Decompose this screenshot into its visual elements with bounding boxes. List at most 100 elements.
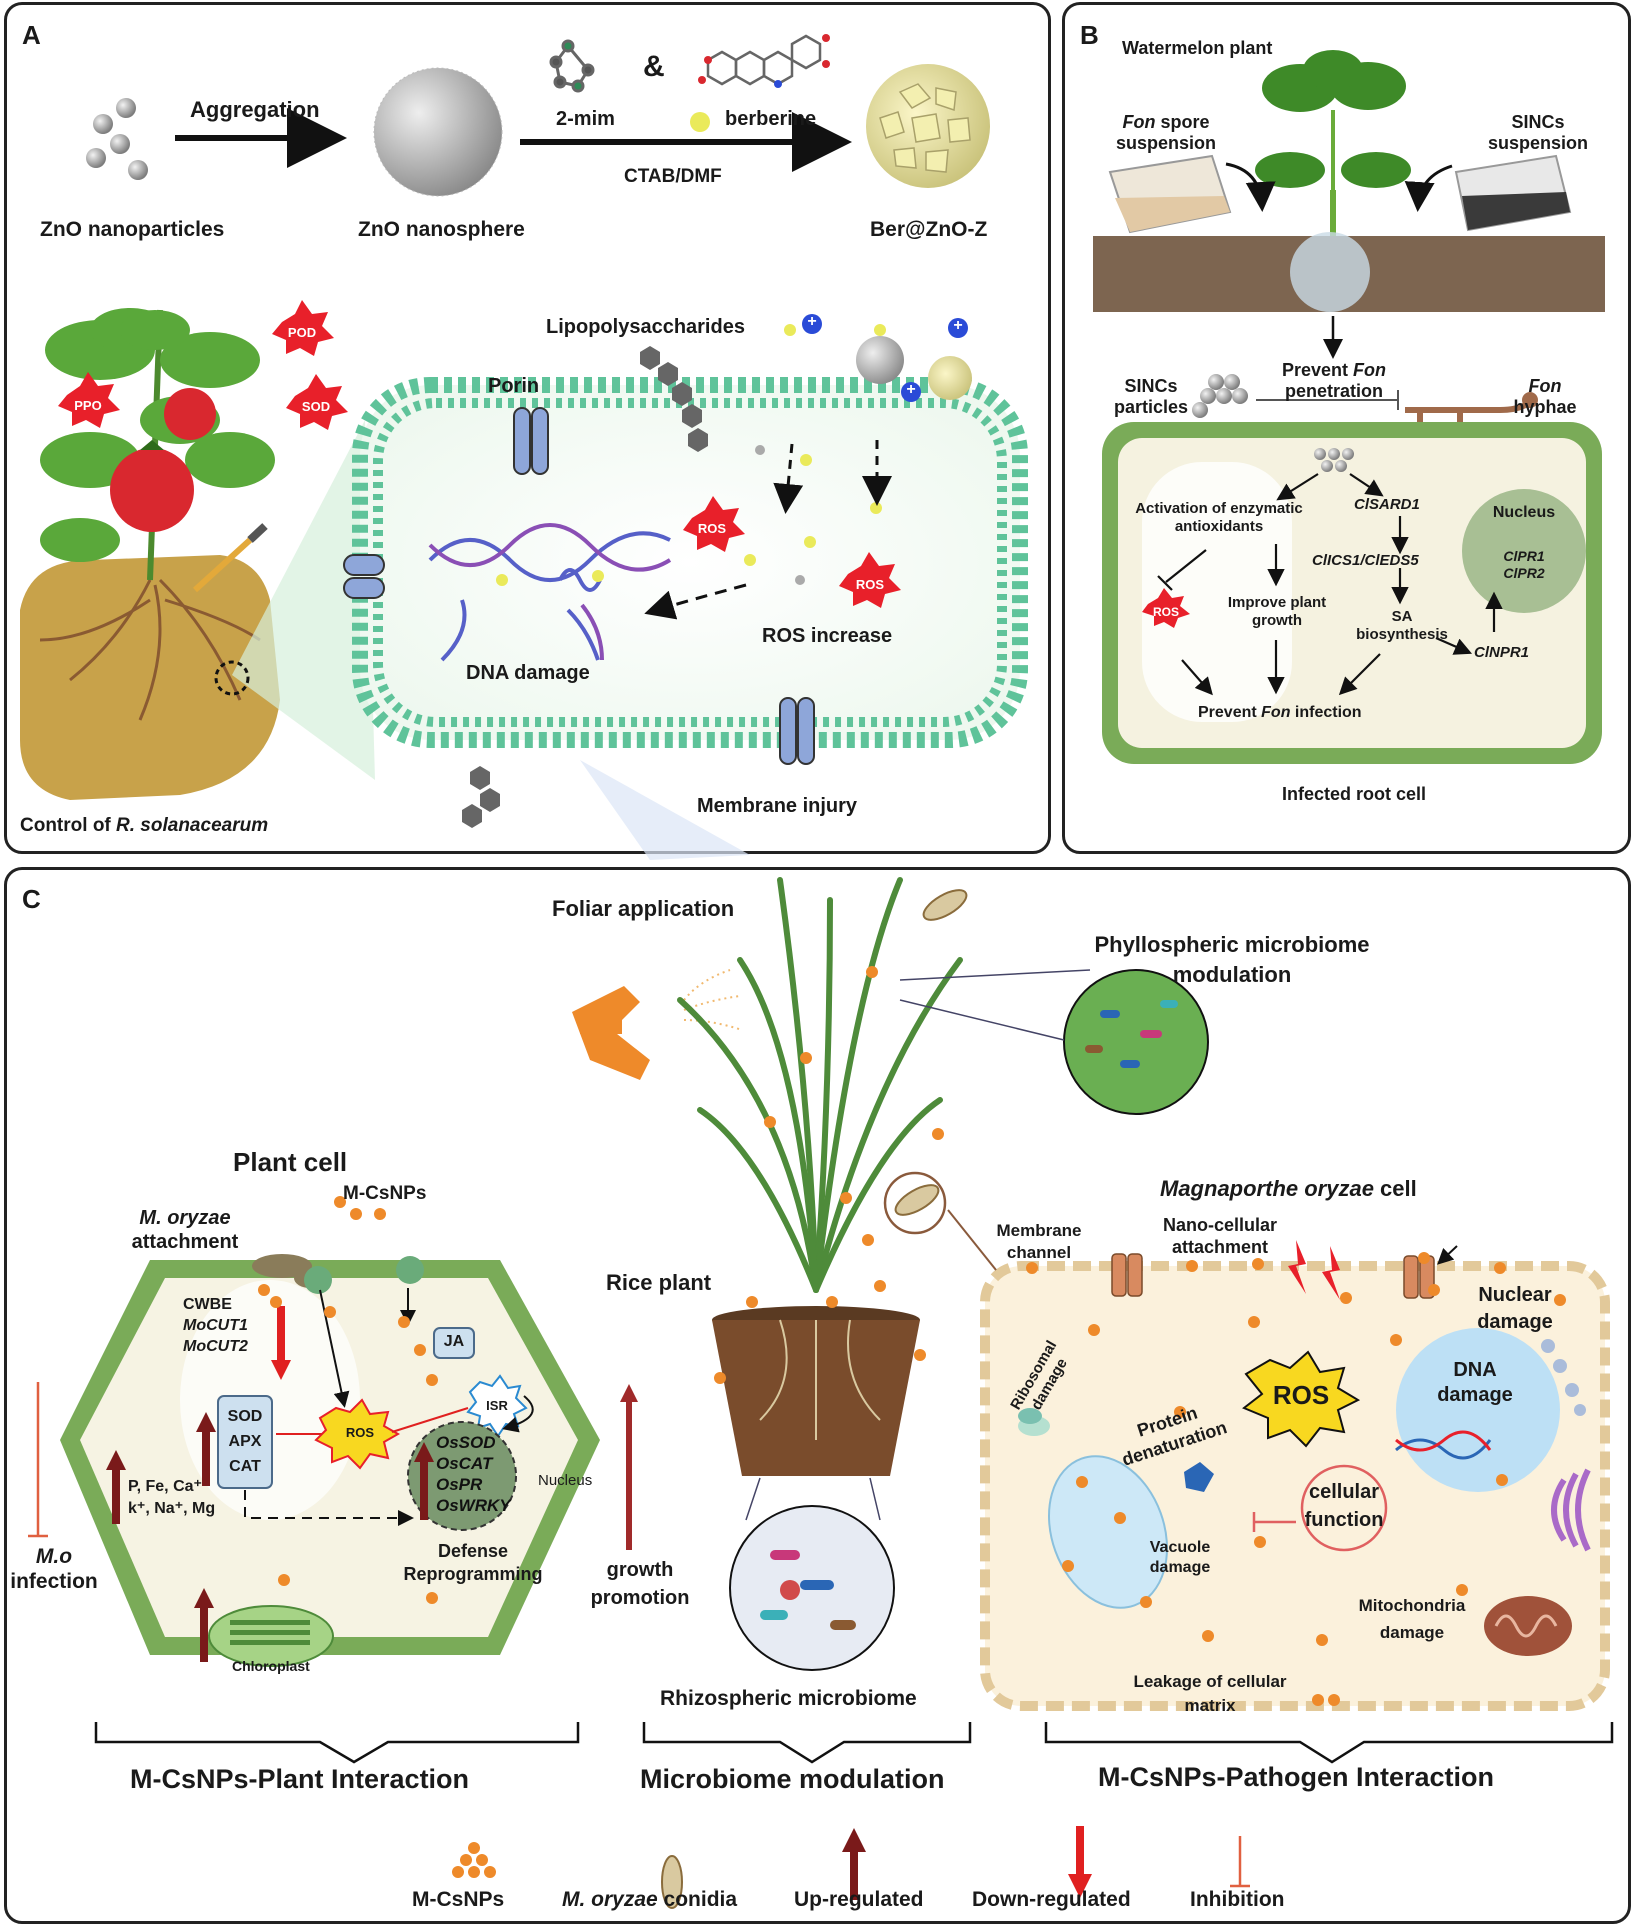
legend-inhibition-icon <box>1230 1836 1250 1888</box>
ber-zno-z-particle <box>866 64 990 188</box>
pod-label: POD <box>287 325 317 340</box>
clsard1-label: ClSARD1 <box>1354 496 1420 513</box>
improve-line-1: Improve plant <box>1227 594 1327 611</box>
membrane-channel-icons <box>1111 1253 1435 1299</box>
vacuole-line-2: damage <box>1149 1559 1211 1576</box>
phyllo-label: Phyllospheric microbiome modulation <box>1092 930 1372 990</box>
hyphae-word: hyphae <box>1513 397 1577 417</box>
sincs-particles-icon <box>1192 374 1248 418</box>
hyphae-fon: Fon <box>1528 376 1562 396</box>
tomato-plant-illustration <box>20 308 280 800</box>
activation-line-1: Activation of enzymatic <box>1135 500 1303 517</box>
watermelon-label: Watermelon plant <box>1122 38 1273 58</box>
upregulated-arrows-plant <box>106 1384 638 1662</box>
plant-nucleus <box>407 1421 517 1531</box>
ppo-label: PPO <box>74 398 102 413</box>
mito-line-1: Mitochondria <box>1358 1596 1466 1615</box>
ribosome-icon <box>1018 1408 1050 1436</box>
control-species: R. solanacearum <box>116 815 269 836</box>
panel-b-label: B <box>1080 20 1099 50</box>
dna-line-2: damage <box>1437 1384 1513 1406</box>
clnpr1-label: ClNPR1 <box>1474 644 1530 661</box>
mcsnps-cell-label: M-CsNPs <box>343 1183 427 1204</box>
spray-mist <box>683 969 743 1031</box>
spore-arrow <box>1225 162 1276 212</box>
growth-line-1: growth <box>606 1559 674 1581</box>
membrane-injury-wedge <box>580 760 750 860</box>
ros-burst-b <box>1142 588 1190 628</box>
isr-inhibits-ros <box>391 1407 469 1433</box>
two-mim-molecule-icon <box>549 39 595 93</box>
two-mim-label: 2-mim <box>556 108 615 130</box>
cellular-function-circle <box>1300 1464 1388 1552</box>
chloroplast-icon <box>208 1605 334 1667</box>
section-pathogen-label: M-CsNPs-Pathogen Interaction <box>1098 1762 1495 1792</box>
zno-nanoparticles-label: ZnO nanoparticles <box>40 218 225 241</box>
zno-nanoparticles-cluster <box>86 98 148 180</box>
downregulated-arrow-plant <box>271 1306 291 1380</box>
infected-cell-label: Infected root cell <box>1282 784 1427 804</box>
cwbe: CWBE <box>183 1296 232 1313</box>
control-label: Control of R. solanacearum <box>20 815 268 837</box>
fon-spore-italic: Fon <box>1122 112 1156 132</box>
berberine-label: berberine <box>725 108 817 130</box>
ions-line-1: P, Fe, Ca⁺ <box>128 1478 202 1495</box>
mo-italic: M.o <box>35 1545 73 1568</box>
ions-line-2: k⁺, Na⁺, Mg <box>128 1500 216 1517</box>
foliar-label: Foliar application <box>552 896 735 921</box>
lipopolysaccharides-label: Lipopolysaccharides <box>546 316 745 338</box>
ja-label: JA <box>443 1333 465 1350</box>
phyllo-line-1: Phyllospheric microbiome <box>1094 932 1370 957</box>
zoom-wedge <box>232 420 375 780</box>
ros-bursts-a <box>683 496 901 608</box>
protein-icon <box>1184 1462 1214 1492</box>
ossod: OsSOD <box>436 1433 496 1452</box>
clpr2: ClPR2 <box>1503 565 1545 581</box>
infected-root-cell <box>1102 422 1602 764</box>
clpr1: ClPR1 <box>1503 548 1545 564</box>
plant-cell-hexagon <box>60 1260 600 1655</box>
plus-sign-1: + <box>807 313 817 330</box>
control-prefix: Control of <box>20 815 117 836</box>
ospr: OsPR <box>436 1475 483 1494</box>
lipopolysaccharide-icon <box>462 346 708 828</box>
nuclear-line-1: Nuclear <box>1478 1284 1552 1306</box>
sincs-cell-particles <box>1314 448 1354 472</box>
antioxidant-box <box>217 1395 273 1489</box>
dna-damage-label: DNA damage <box>466 662 590 684</box>
ros-burst-plant <box>314 1398 401 1470</box>
ampersand-label: & <box>643 50 665 83</box>
mcsnp-dots <box>258 966 1566 1706</box>
sa-line-1: SA <box>1391 608 1413 625</box>
cellular-line-1: cellular <box>1308 1481 1380 1503</box>
legend-up-arrow-icon <box>842 1828 866 1900</box>
sincs-part-line-2: particles <box>1113 397 1189 417</box>
ros-to-dna-arrow <box>644 583 747 620</box>
plus-sign-icons <box>802 314 968 402</box>
defense-line-1: Defense <box>437 1541 509 1561</box>
mitochondria-icon <box>1484 1596 1572 1656</box>
leaf-zoom-circle <box>883 1171 947 1235</box>
sincs-part-line-1: SINCs <box>1124 376 1178 396</box>
panel-a-label: A <box>22 20 41 50</box>
lightning-icons <box>1288 1240 1340 1300</box>
fungal-nucleus <box>1396 1328 1560 1492</box>
aggregation-label: Aggregation <box>190 97 320 122</box>
phyllo-line-2: modulation <box>1172 962 1292 987</box>
nano-line-2: attachment <box>1171 1237 1269 1257</box>
ros-plant-label: ROS <box>345 1425 375 1440</box>
apx-c: APX <box>228 1433 262 1450</box>
zoom-circle <box>214 660 250 696</box>
ros-big-label: ROS <box>1272 1380 1330 1410</box>
sincs-susp-line-1: SINCs <box>1511 112 1565 132</box>
